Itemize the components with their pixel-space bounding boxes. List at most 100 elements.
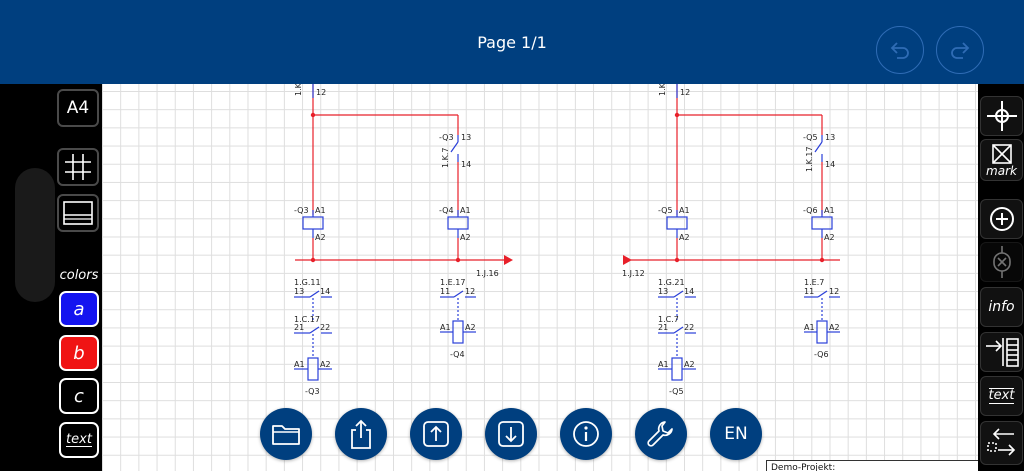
right-set1-coil-a1: A1 [658, 360, 669, 369]
right-contact-pin-top: 13 [825, 133, 835, 142]
info-tool-button[interactable]: info [980, 287, 1023, 327]
share-icon [351, 419, 371, 449]
open-folder-button[interactable] [260, 408, 312, 460]
left-set2-pin-a1: 12 [465, 287, 475, 296]
right-set2-pin-a1: 12 [829, 287, 839, 296]
title-block-icon [63, 201, 93, 225]
right-set2-ref-a: 1.E.7 [804, 278, 824, 287]
component-tool-button[interactable] [980, 242, 1023, 282]
left-coil-main-a2: A2 [315, 233, 326, 242]
right-top-pin: 12 [680, 88, 690, 97]
left-set1-ref-b: 1.C.17 [294, 315, 320, 324]
left-top-ref: 1.K [294, 84, 303, 96]
color-b-button[interactable]: b [59, 335, 99, 371]
upload-button[interactable] [410, 408, 462, 460]
left-coil-main-ref: -Q3 [294, 206, 309, 215]
mark-label: mark [986, 164, 1017, 178]
left-coil-main-a1: A1 [315, 206, 326, 215]
right-contact-pin-bottom: 14 [825, 160, 835, 169]
left-set2-ref-a: 1.E.17 [440, 278, 465, 287]
text-tool-button[interactable]: text [980, 376, 1023, 416]
circuit-schematic: 1.K 12 -Q3 13 14 1.K.7 -Q3 A1 A2 -Q4 A1 … [294, 84, 840, 396]
right-arrow-label: 1.J.12 [622, 269, 645, 278]
right-set2-pin-a0: 11 [804, 287, 814, 296]
right-set2-coil-a1: A1 [804, 323, 815, 332]
insert-arrow-icon [985, 338, 1019, 367]
left-circuit: 1.K 12 -Q3 13 14 1.K.7 -Q3 A1 A2 -Q4 A1 … [294, 84, 513, 396]
color-c-button[interactable]: c [59, 378, 99, 414]
language-button[interactable]: EN [710, 408, 762, 460]
right-coil-second-ref: -Q6 [803, 206, 818, 215]
left-coil-second-a2: A2 [460, 233, 471, 242]
download-arrow-icon [498, 421, 524, 447]
right-set1-pin-a0: 13 [658, 287, 668, 296]
upload-arrow-icon [423, 421, 449, 447]
left-arrow-label: 1.J.16 [476, 269, 499, 278]
plus-circle-icon [989, 207, 1014, 231]
insert-tool-button[interactable] [980, 332, 1023, 372]
swap-tool-button[interactable] [980, 421, 1023, 465]
right-set1-ref-a: 1.G.21 [658, 278, 685, 287]
left-contact-pin-top: 13 [461, 133, 471, 142]
language-label: EN [724, 424, 748, 444]
color-a-label: a [73, 298, 85, 320]
left-set1-coil-a1: A1 [294, 360, 305, 369]
right-set1-coil-ref: -Q5 [669, 387, 684, 396]
share-button[interactable] [335, 408, 387, 460]
right-circuit: 1.K 12 -Q5 13 14 1.K.17 -Q5 A1 A2 -Q6 A1… [622, 84, 840, 396]
right-contact-vertical-ref: 1.K.17 [805, 146, 814, 172]
crosshair-icon [986, 101, 1017, 131]
about-button[interactable] [560, 408, 612, 460]
swap-arrows-icon [986, 428, 1015, 456]
grid-icon [65, 154, 91, 180]
left-set1-pin-a0: 13 [294, 287, 304, 296]
grid-toggle-button[interactable] [57, 148, 99, 186]
right-contact-ref: -Q5 [803, 133, 818, 142]
text-tool-label: text [988, 388, 1015, 404]
left-contact-pin-bottom: 14 [461, 160, 471, 169]
layout-button[interactable] [57, 194, 99, 232]
left-set2-coil-a1: A1 [440, 323, 451, 332]
left-set1-pin-b0: 21 [294, 323, 304, 332]
right-coil-main-a1: A1 [679, 206, 690, 215]
info-circle-icon [573, 421, 599, 447]
left-set1-ref-a: 1.G.11 [294, 278, 321, 287]
undo-button[interactable] [876, 26, 924, 74]
left-contact-vertical-ref: 1.K.7 [441, 147, 450, 168]
left-set2-coil-ref: -Q4 [450, 350, 465, 359]
right-set1-pin-b1: 22 [684, 323, 694, 332]
right-coil-second-a1: A1 [824, 206, 835, 215]
undo-icon [890, 42, 909, 59]
wrench-icon [647, 421, 673, 447]
folder-icon [272, 425, 300, 445]
text-color-label: text [66, 431, 92, 447]
header-bar: Page 1/1 [0, 0, 1024, 84]
left-coil-second-ref: -Q4 [439, 206, 454, 215]
page-title: Page 1/1 [477, 32, 547, 52]
left-set1-coil-ref: -Q3 [305, 387, 320, 396]
color-b-label: b [73, 342, 85, 364]
right-set1-coil-a2: A2 [684, 360, 695, 369]
add-element-button[interactable] [980, 199, 1023, 239]
left-set1-pin-b1: 22 [320, 323, 330, 332]
crosshair-tool-button[interactable] [980, 96, 1023, 136]
color-a-button[interactable]: a [59, 291, 99, 327]
info-label: info [988, 299, 1015, 315]
title-block-project: Demo-Projekt: [766, 460, 978, 471]
right-coil-main-ref: -Q5 [658, 206, 673, 215]
left-set1-pin-a1: 14 [320, 287, 330, 296]
left-set1-coil-a2: A2 [320, 360, 331, 369]
right-set2-coil-a2: A2 [829, 323, 840, 332]
text-color-button[interactable]: text [59, 422, 99, 458]
left-set2-pin-a0: 11 [440, 287, 450, 296]
mark-tool-button[interactable]: mark [980, 139, 1023, 181]
left-contact-ref: -Q3 [439, 133, 454, 142]
download-button[interactable] [485, 408, 537, 460]
drawing-canvas[interactable]: 1.K 12 -Q3 13 14 1.K.7 -Q3 A1 A2 -Q4 A1 … [102, 84, 978, 471]
right-set1-pin-b0: 21 [658, 323, 668, 332]
right-coil-main-a2: A2 [679, 233, 690, 242]
drawer-handle[interactable] [15, 168, 55, 302]
settings-button[interactable] [635, 408, 687, 460]
redo-button[interactable] [936, 26, 984, 74]
paper-size-button[interactable]: A4 [57, 89, 99, 127]
